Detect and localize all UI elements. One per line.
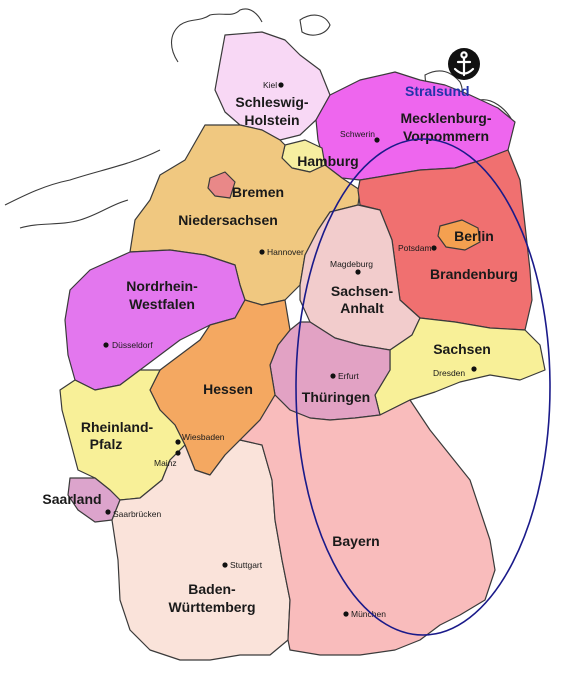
svg-text:Erfurt: Erfurt <box>338 371 359 381</box>
svg-text:München: München <box>351 609 386 619</box>
label-bayern: Bayern <box>332 533 379 549</box>
city-mainz[interactable]: Mainz <box>154 450 181 468</box>
highlight-ellipse <box>295 138 551 636</box>
svg-text:Schwerin: Schwerin <box>340 129 375 139</box>
svg-text:Kiel: Kiel <box>263 80 277 90</box>
state-berlin[interactable] <box>437 219 481 251</box>
svg-text:Potsdam: Potsdam <box>398 243 432 253</box>
city-stuttgart[interactable]: Stuttgart <box>222 560 263 570</box>
label-bremen: Bremen <box>232 184 284 200</box>
city-hannover[interactable]: Hannover <box>259 247 304 257</box>
label-niedersachsen: Niedersachsen <box>178 212 278 228</box>
svg-text:Düsseldorf: Düsseldorf <box>112 340 153 350</box>
anchor-icon <box>448 48 480 80</box>
label-nordrhein-westfalen: Nordrhein-Westfalen <box>126 278 198 312</box>
state-bayern[interactable] <box>239 394 496 656</box>
city-wiesbaden[interactable]: Wiesbaden <box>175 432 225 445</box>
stralsund-label: Stralsund <box>405 83 470 99</box>
denmark-coastline <box>170 8 263 63</box>
svg-text:Saarbrücken: Saarbrücken <box>113 509 161 519</box>
state-bremen[interactable] <box>207 171 236 199</box>
svg-text:Dresden: Dresden <box>433 368 465 378</box>
city-muenchen[interactable]: München <box>343 609 386 619</box>
city-schwerin[interactable]: Schwerin <box>340 129 380 143</box>
dutch-coastline <box>19 199 129 229</box>
city-dresden[interactable]: Dresden <box>433 366 477 378</box>
label-hamburg: Hamburg <box>297 153 358 169</box>
north-sea-coastline <box>4 149 161 206</box>
city-saarbruecken[interactable]: Saarbrücken <box>105 509 161 519</box>
label-mecklenburg-vorpommern: Mecklenburg-Vorpommern <box>400 110 491 144</box>
city-kiel[interactable]: Kiel <box>263 80 284 90</box>
svg-text:Mainz: Mainz <box>154 458 177 468</box>
state-nordrhein-westfalen[interactable] <box>64 249 246 391</box>
svg-text:Magdeburg: Magdeburg <box>330 259 373 269</box>
svg-text:Stuttgart: Stuttgart <box>230 560 263 570</box>
baltic-island-coastline <box>299 14 331 36</box>
label-brandenburg: Brandenburg <box>430 266 518 282</box>
city-magdeburg[interactable]: Magdeburg <box>330 259 373 275</box>
label-rheinland-pfalz: Rheinland-Pfalz <box>81 419 154 452</box>
label-baden-wuerttemberg: Baden-Württemberg <box>168 581 255 615</box>
label-schleswig-holstein: Schleswig-Holstein <box>235 94 308 128</box>
city-potsdam[interactable]: Potsdam <box>398 243 437 253</box>
label-saarland: Saarland <box>42 491 101 507</box>
svg-text:Wiesbaden: Wiesbaden <box>182 432 225 442</box>
city-erfurt[interactable]: Erfurt <box>330 371 359 381</box>
state-schleswig-holstein[interactable] <box>214 31 331 141</box>
label-berlin: Berlin <box>454 228 494 244</box>
svg-text:Hannover: Hannover <box>267 247 304 257</box>
city-duesseldorf[interactable]: Düsseldorf <box>103 340 153 350</box>
label-sachsen-anhalt: Sachsen-Anhalt <box>331 283 394 316</box>
label-sachsen: Sachsen <box>433 341 491 357</box>
label-hessen: Hessen <box>203 381 253 397</box>
label-thueringen: Thüringen <box>302 389 370 405</box>
